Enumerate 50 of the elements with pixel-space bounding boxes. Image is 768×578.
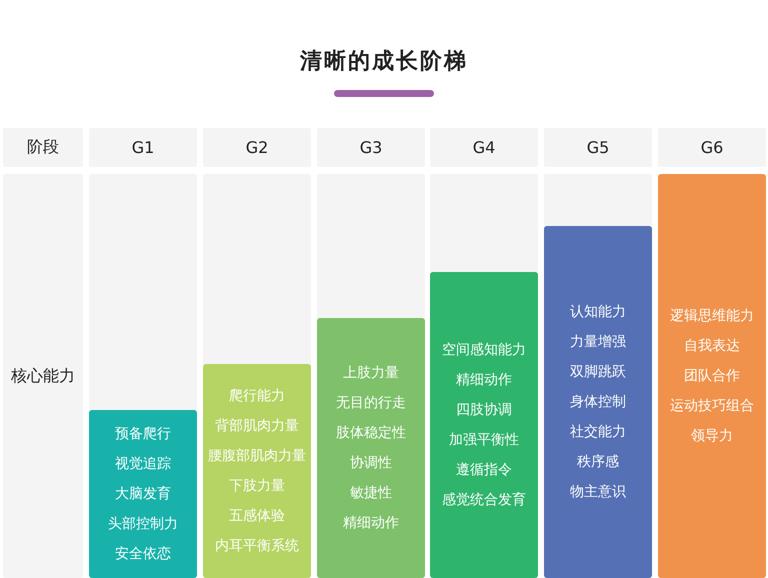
ability-text: 背部肌肉力量 xyxy=(215,417,299,436)
ability-text: 上肢力量 xyxy=(343,364,399,383)
ability-text: 感觉统合发育 xyxy=(442,491,526,510)
ability-text: 视觉追踪 xyxy=(115,455,171,474)
ability-bar xyxy=(658,174,766,578)
ability-text: 大脑发育 xyxy=(115,485,171,504)
ability-text: 双脚跳跃 xyxy=(570,363,626,382)
ability-bar xyxy=(89,410,197,578)
ability-text: 运动技巧组合 xyxy=(670,397,754,416)
header-cell: G3 xyxy=(317,128,425,167)
ability-text: 爬行能力 xyxy=(229,387,285,406)
ability-text: 团队合作 xyxy=(684,367,740,386)
header-cell: G4 xyxy=(430,128,538,167)
ability-text: 腰腹部肌肉力量 xyxy=(208,447,306,466)
ability-text: 空间感知能力 xyxy=(442,341,526,360)
ability-text: 加强平衡性 xyxy=(449,431,519,450)
ability-text: 自我表达 xyxy=(684,337,740,356)
ability-text: 无目的行走 xyxy=(336,394,406,413)
ability-text: 四肢协调 xyxy=(456,401,512,420)
ability-bar xyxy=(430,272,538,578)
ability-text: 力量增强 xyxy=(570,333,626,352)
ability-text: 内耳平衡系统 xyxy=(215,537,299,556)
ability-text: 五感体验 xyxy=(229,507,285,526)
ability-text: 身体控制 xyxy=(570,393,626,412)
ability-text: 逻辑思维能力 xyxy=(670,307,754,326)
header-cell: G2 xyxy=(203,128,311,167)
ability-text: 精细动作 xyxy=(343,514,399,533)
row-header-cell: 核心能力 xyxy=(3,174,83,578)
ability-text: 物主意识 xyxy=(570,483,626,502)
ability-text: 安全依恋 xyxy=(115,545,171,564)
ability-text: 协调性 xyxy=(350,454,392,473)
ability-text: 敏捷性 xyxy=(350,484,392,503)
header-cell: G1 xyxy=(89,128,197,167)
header-cell: G5 xyxy=(544,128,652,167)
ability-text: 精细动作 xyxy=(456,371,512,390)
ability-text: 秩序感 xyxy=(577,453,619,472)
ability-text: 肢体稳定性 xyxy=(336,424,406,443)
ability-text: 认知能力 xyxy=(570,303,626,322)
ability-text: 下肢力量 xyxy=(229,477,285,496)
ability-bar xyxy=(544,226,652,578)
ability-text: 遵循指令 xyxy=(456,461,512,480)
ability-bar xyxy=(203,364,311,578)
ability-bar xyxy=(317,318,425,578)
header-cell: 阶段 xyxy=(3,128,83,167)
title: 清晰的成长阶梯 xyxy=(298,48,469,76)
ability-text: 头部控制力 xyxy=(108,515,178,534)
header-cell: G6 xyxy=(658,128,766,167)
ability-text: 社交能力 xyxy=(570,423,626,442)
ability-text: 预备爬行 xyxy=(115,425,171,444)
ability-text: 领导力 xyxy=(691,427,733,446)
